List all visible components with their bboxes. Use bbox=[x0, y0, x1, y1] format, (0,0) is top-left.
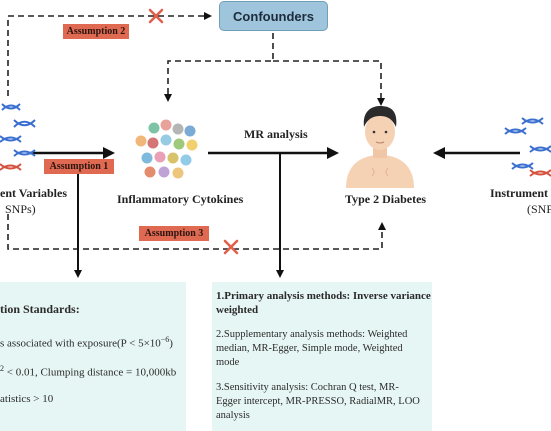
supplementary-line3: mode bbox=[216, 357, 240, 368]
confounders-to-cytokines-path bbox=[164, 33, 274, 102]
sensitivity-line3: analysis bbox=[216, 410, 250, 421]
sensitivity-line1: 3.Sensitivity analysis: Cochran Q test, … bbox=[216, 382, 399, 393]
cytokine-cluster-icon bbox=[135, 119, 198, 179]
person-icon bbox=[346, 106, 414, 188]
standard-clumping: 2 < 0.01, Clumping distance = 10,000kb bbox=[0, 364, 177, 379]
dna-icon bbox=[13, 149, 36, 157]
primary-method-line1: 1.Primary analysis methods: Inverse vari… bbox=[216, 290, 431, 302]
sensitivity-line2: Egger intercept, MR-PRESSO, RadialMR, LO… bbox=[216, 396, 420, 407]
selection-standards-panel: tion Standards: s associated with exposu… bbox=[0, 282, 186, 431]
assumption-3-label: Assumption 3 bbox=[144, 228, 204, 239]
assumption-3-path bbox=[7, 214, 386, 250]
assumption-2-tag: Assumption 2 bbox=[63, 24, 129, 39]
dna-icon bbox=[511, 162, 534, 170]
dna-icon bbox=[529, 145, 551, 153]
confounders-to-diabetes-path bbox=[273, 60, 385, 106]
confounders-box: Confounders bbox=[219, 1, 328, 31]
dna-icon bbox=[529, 169, 551, 177]
left-instrument-label: ent Variables bbox=[0, 186, 68, 200]
assumption-2-path bbox=[7, 12, 212, 96]
assumption-1-tag: Assumption 1 bbox=[44, 159, 114, 174]
supplementary-line1: 2.Supplementary analysis methods: Weight… bbox=[216, 329, 408, 340]
right-instrument-sub-label: (SNP bbox=[527, 202, 551, 216]
assumption-3-tag: Assumption 3 bbox=[139, 226, 209, 241]
dna-icon bbox=[1, 103, 21, 111]
standard-exposure: s associated with exposure(P < 5×10−6) bbox=[0, 335, 173, 350]
diabetes-label: Type 2 Diabetes bbox=[345, 192, 427, 206]
dna-icon bbox=[0, 135, 22, 143]
assumption-2-label: Assumption 2 bbox=[66, 26, 126, 37]
cross-icon bbox=[148, 8, 164, 24]
dna-icon bbox=[504, 127, 527, 135]
supplementary-line2: median, MR-Egger, Simple mode, Weighted bbox=[216, 343, 403, 354]
panel-title: tion Standards: bbox=[0, 302, 80, 316]
left-instrument-sub-label: SNPs) bbox=[5, 202, 36, 216]
dna-icon bbox=[13, 119, 36, 128]
primary-method-line2: weighted bbox=[216, 304, 259, 316]
confounders-label: Confounders bbox=[233, 8, 314, 24]
dna-icon bbox=[521, 117, 544, 125]
right-instrument-label: Instrument V bbox=[490, 186, 551, 200]
cytokines-label: Inflammatory Cytokines bbox=[117, 192, 244, 206]
mr-analysis-label: MR analysis bbox=[244, 127, 308, 141]
standard-f-statistics: atistics > 10 bbox=[0, 393, 54, 405]
cross-icon bbox=[223, 239, 239, 255]
assumption-1-label: Assumption 1 bbox=[49, 161, 109, 172]
analysis-methods-panel: 1.Primary analysis methods: Inverse vari… bbox=[212, 282, 432, 431]
dna-icon bbox=[0, 163, 22, 171]
